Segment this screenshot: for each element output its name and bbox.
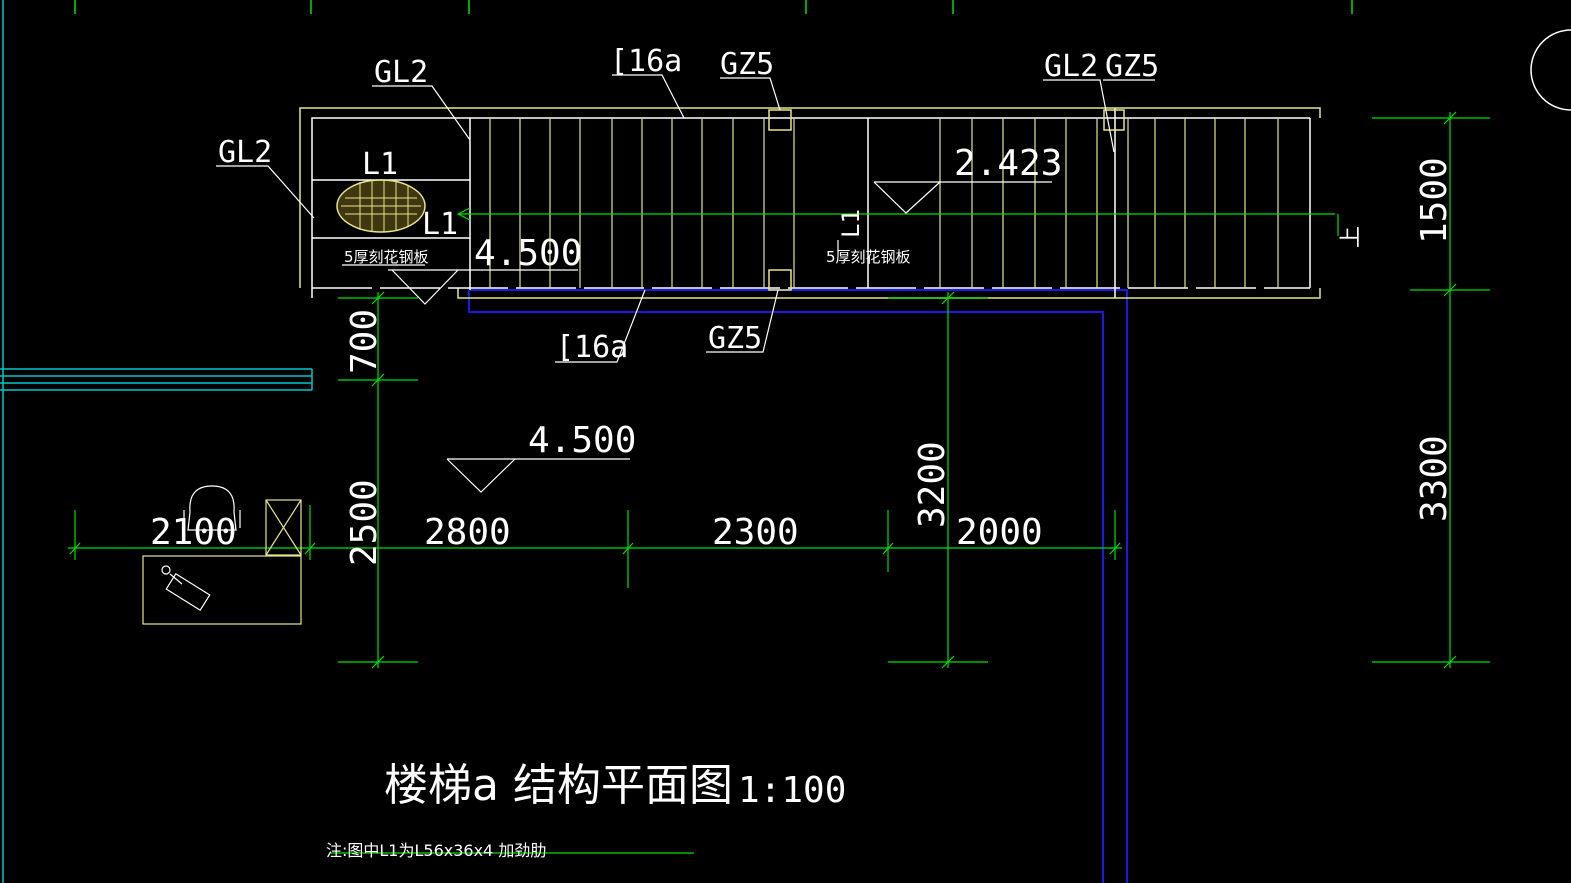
label-l1-top: L1	[362, 147, 398, 182]
landing-outline-blue	[468, 289, 1128, 883]
drawing-title: 楼梯a 结构平面图	[384, 760, 733, 811]
label-elevation-left: 4.500	[474, 233, 582, 274]
dim-2500: 2500	[344, 479, 385, 566]
top-axis-ticks	[74, 0, 1353, 14]
drawing-scale: 1:100	[738, 770, 846, 811]
label-gl2-left: GL2	[218, 135, 272, 170]
equipment-blocks	[142, 485, 302, 625]
label-l1-vertical: L1	[837, 209, 865, 238]
dim-2100: 2100	[150, 512, 237, 553]
label-elevation-top: 2.423	[954, 143, 1062, 184]
label-plate-left: 5厚刻花钢板	[344, 248, 429, 266]
label-gz5-top: GZ5	[720, 47, 774, 82]
dimension-labels: 2100 2800 2300 2000 700 2500 3200 1500 3…	[150, 157, 1455, 566]
label-l1-mid: L1	[422, 207, 458, 242]
dim-3200: 3200	[912, 441, 953, 528]
drawing-labels: GL2 GL2 [16a GZ5 GL2 GZ5 L1 L1 L1 5厚刻花钢板…	[218, 44, 1364, 461]
label-gz5-right: GZ5	[1105, 49, 1159, 84]
dim-3300: 3300	[1414, 435, 1455, 522]
dim-2000: 2000	[956, 512, 1043, 553]
label-c16a-top: [16a	[610, 44, 682, 79]
elevation-markers	[342, 181, 1052, 493]
dim-1500: 1500	[1414, 157, 1455, 244]
label-up-mark: 上	[1339, 226, 1364, 248]
label-elevation-mid: 4.500	[528, 420, 636, 461]
leader-lines	[216, 74, 1155, 363]
label-plate-right: 5厚刻花钢板	[826, 248, 911, 266]
dim-2300: 2300	[712, 512, 799, 553]
label-gl2-right: GL2	[1044, 49, 1098, 84]
label-c16a-bottom: [16a	[556, 330, 628, 365]
corner-arc	[1530, 29, 1571, 111]
stair-structure	[299, 107, 1339, 299]
label-gz5-bottom: GZ5	[708, 321, 762, 356]
axis-grid-lines	[0, 0, 313, 883]
dim-700: 700	[344, 309, 385, 374]
dim-2800: 2800	[424, 512, 511, 553]
dimension-lines	[68, 111, 1490, 669]
label-gl2-top: GL2	[374, 55, 428, 90]
drawing-note: 注:图中L1为L56x36x4 加劲肋	[326, 841, 546, 860]
